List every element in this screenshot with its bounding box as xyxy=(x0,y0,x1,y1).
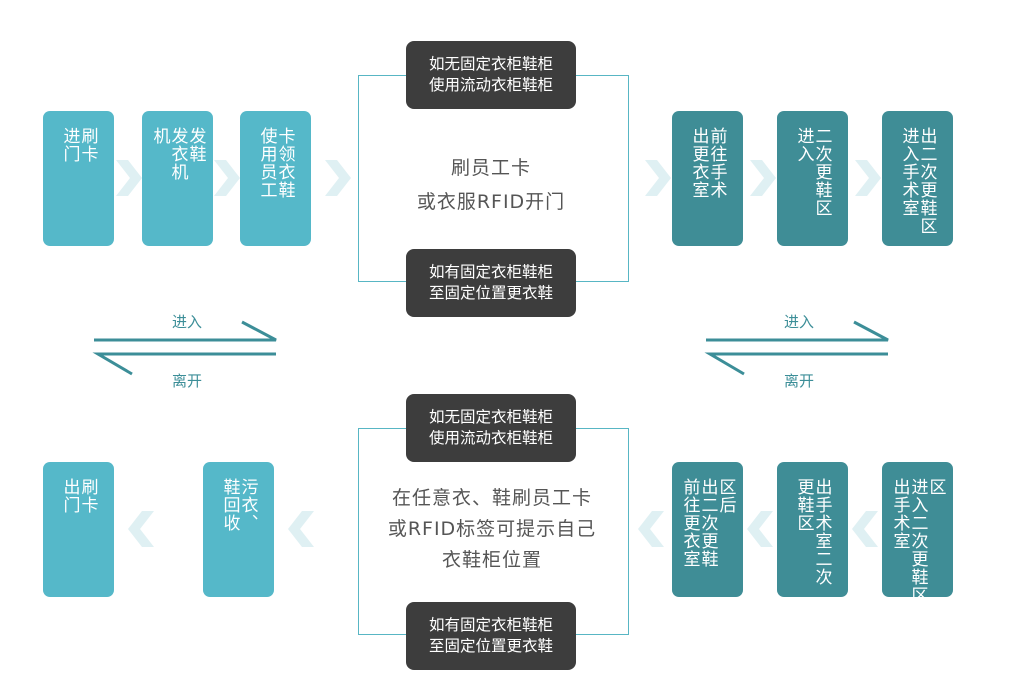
step-text: 发鞋 xyxy=(185,127,206,163)
bracket-right xyxy=(576,75,629,282)
instruction-line: 或RFID标签可提示自己 xyxy=(387,518,597,540)
step-text: 卡领衣鞋 xyxy=(274,127,295,199)
note-mobile-locker: 如无固定衣柜鞋柜 使用流动衣柜鞋柜 xyxy=(406,41,576,109)
chevron-right-icon xyxy=(855,160,881,196)
label-leave-left: 离开 xyxy=(171,372,202,390)
step-text: 污衣、 xyxy=(237,478,258,532)
center-instruction: 在任意衣、鞋刷员工卡 或RFID标签可提示自己 衣鞋柜位置 xyxy=(368,483,616,576)
note-line: 使用流动衣柜鞋柜 xyxy=(428,76,553,94)
label-enter-left: 进入 xyxy=(171,313,202,331)
chevron-left-icon xyxy=(128,511,154,547)
note-line: 如无固定衣柜鞋柜 xyxy=(428,55,553,73)
chevron-right-icon xyxy=(214,160,240,196)
chevron-left-icon xyxy=(638,511,664,547)
step-text: 进入二次更鞋区， xyxy=(907,478,928,622)
label-enter-right: 进入 xyxy=(783,313,814,331)
step-text: 区后 xyxy=(715,478,736,514)
instruction-line: 衣鞋柜位置 xyxy=(441,549,542,571)
note-line: 使用流动衣柜鞋柜 xyxy=(428,429,553,447)
step-text: 区 xyxy=(925,478,946,496)
label-leave-right: 离开 xyxy=(783,372,814,390)
step-enter-operating-room: 出二次更鞋区 进入手术室 xyxy=(882,111,953,246)
instruction-line: 在任意衣、鞋刷员工卡 xyxy=(391,487,592,509)
step-go-changing-room: 区后 出二次更鞋 前往更衣室 xyxy=(672,462,743,597)
step-text: 出二次更鞋区 xyxy=(916,127,937,235)
bracket-left xyxy=(358,428,407,635)
instruction-line: 或衣服RFID开门 xyxy=(416,191,566,213)
step-text: 出更衣室 xyxy=(688,127,709,199)
note-fixed-locker: 如有固定衣柜鞋柜 至固定位置更衣鞋 xyxy=(406,602,576,670)
instruction-line: 刷员工卡 xyxy=(450,157,531,179)
note-line: 如无固定衣柜鞋柜 xyxy=(428,408,553,426)
step-text: 鞋回收 xyxy=(219,478,240,532)
two-way-arrow-icon xyxy=(704,320,889,376)
chevron-left-icon xyxy=(288,511,314,547)
center-instruction: 刷员工卡 或衣服RFID开门 xyxy=(392,151,590,219)
step-text: 进入 xyxy=(793,127,814,163)
note-fixed-locker: 如有固定衣柜鞋柜 至固定位置更衣鞋 xyxy=(406,249,576,317)
bracket-left xyxy=(358,75,407,282)
step-text: 前往手术 xyxy=(706,127,727,199)
step-exit-second-shoe-area: 出手术室二次 更鞋区 xyxy=(777,462,848,597)
step-text: 出手术室 xyxy=(889,478,910,550)
step-text: 出手术室二次 xyxy=(811,478,832,586)
step-card-out: 刷卡 出门 xyxy=(43,462,114,597)
note-line: 如有固定衣柜鞋柜 xyxy=(428,616,553,634)
step-enter-second-shoe-area: 二次更鞋区 进入 xyxy=(777,111,848,246)
note-line: 至固定位置更衣鞋 xyxy=(428,284,553,302)
step-text: 机 xyxy=(149,127,170,145)
chevron-right-icon xyxy=(750,160,776,196)
note-line: 如有固定衣柜鞋柜 xyxy=(428,263,553,281)
step-text: 前往更衣室 xyxy=(679,478,700,568)
step-text: 刷卡 xyxy=(77,478,98,514)
step-text: 二次更鞋区 xyxy=(811,127,832,217)
step-exit-operating-room: 区 进入二次更鞋区， 出手术室 xyxy=(882,462,953,622)
chevron-right-icon xyxy=(645,160,671,196)
step-text: 使用员工 xyxy=(256,127,277,199)
step-exit-changing-room: 前往手术 出更衣室 xyxy=(672,111,743,246)
step-text: 进门 xyxy=(59,127,80,163)
step-text: 进入手术室 xyxy=(898,127,919,217)
step-use-staff-card: 卡领衣鞋 使用员工 xyxy=(240,111,311,246)
note-line: 至固定位置更衣鞋 xyxy=(428,637,553,655)
bracket-right xyxy=(576,428,629,635)
step-text: 出门 xyxy=(59,478,80,514)
chevron-left-icon xyxy=(852,511,878,547)
step-text: 出二次更鞋 xyxy=(697,478,718,568)
step-text: 更鞋区 xyxy=(793,478,814,532)
chevron-right-icon xyxy=(325,160,351,196)
step-card-in: 刷卡 进门 xyxy=(43,111,114,246)
step-text: 发衣机 xyxy=(167,127,188,181)
chevron-right-icon xyxy=(116,160,142,196)
two-way-arrow-icon xyxy=(92,320,277,376)
step-dirty-laundry-return: 污衣、 鞋回收 xyxy=(203,462,274,597)
note-mobile-locker: 如无固定衣柜鞋柜 使用流动衣柜鞋柜 xyxy=(406,394,576,462)
step-issue-shoes-clothes: 发鞋 发衣机 机 xyxy=(142,111,213,246)
step-text: 刷卡 xyxy=(77,127,98,163)
chevron-left-icon xyxy=(747,511,773,547)
